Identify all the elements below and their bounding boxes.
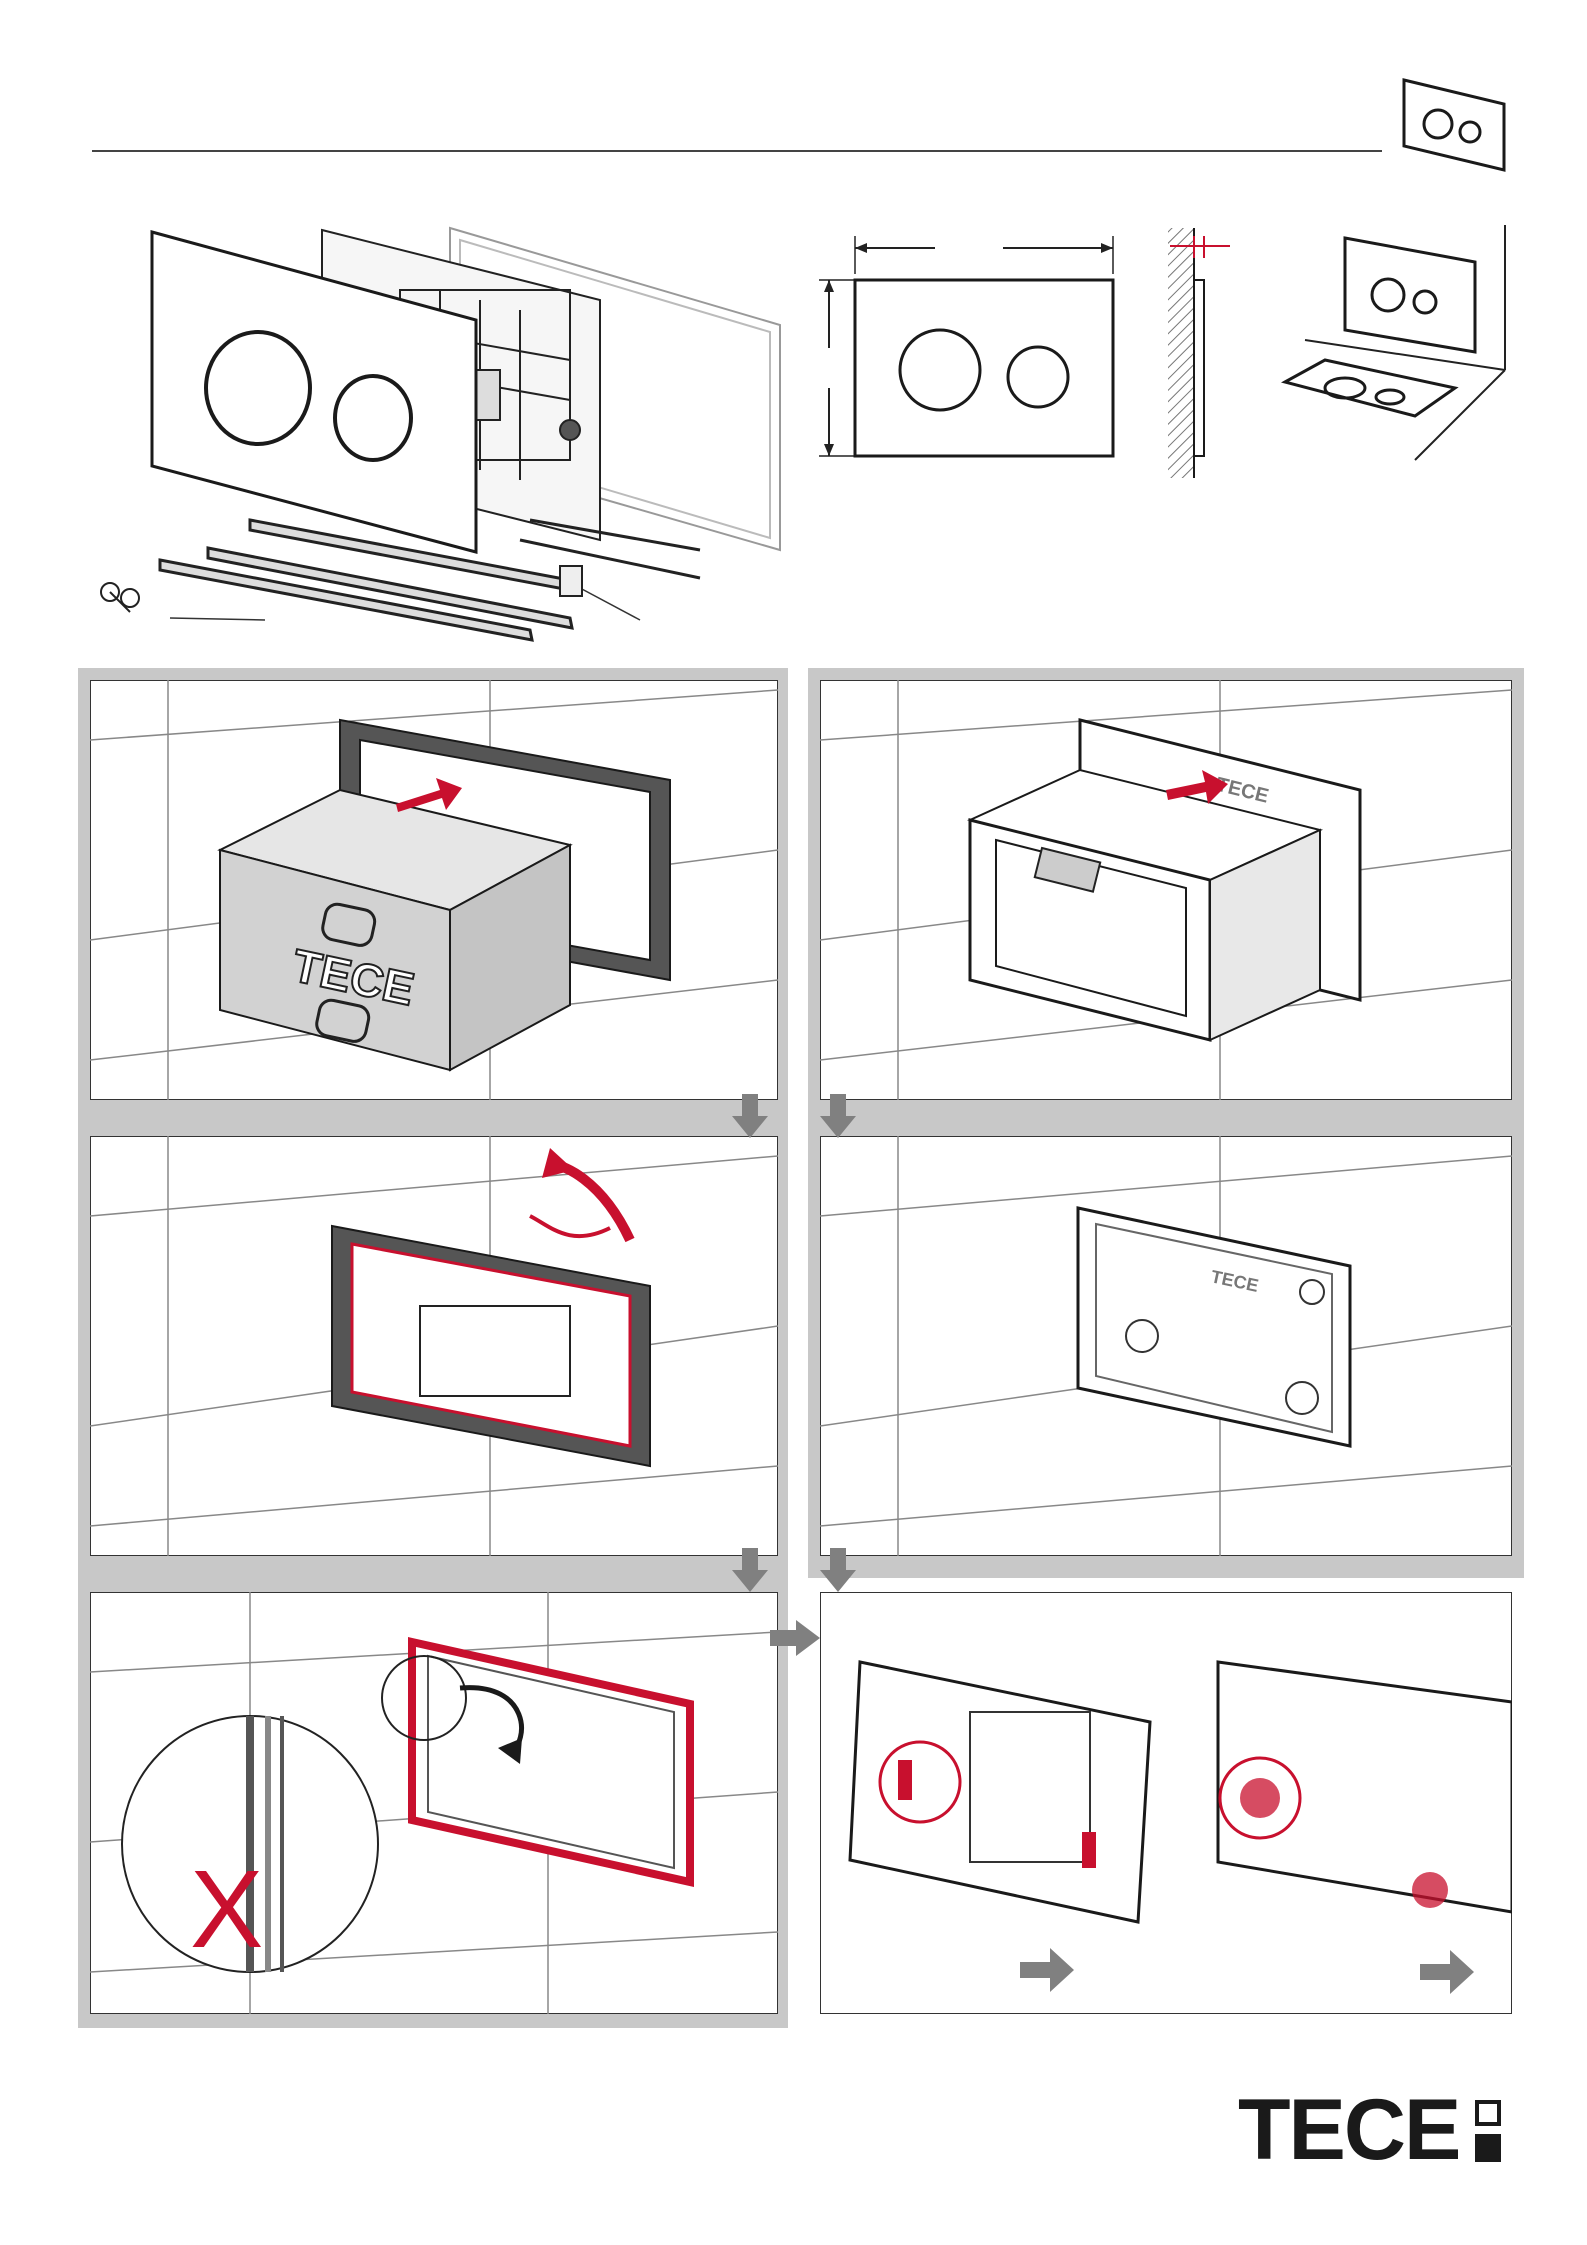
brand-logo-mark-icon xyxy=(1469,2096,1508,2164)
step-panel-5: X xyxy=(90,1592,778,2014)
header-rule xyxy=(92,150,1382,152)
arrow-right-icon xyxy=(770,1618,822,1658)
dimension-front-view xyxy=(815,228,1135,468)
step-panel-6 xyxy=(820,1592,1512,2014)
incorrect-mark: X xyxy=(190,1848,263,1971)
step-panel-4: TECE xyxy=(820,1136,1512,1556)
arrow-down-icon xyxy=(818,1094,858,1140)
exploded-parts-diagram xyxy=(100,220,800,650)
brand-logo: TECE xyxy=(1238,2090,1508,2170)
arrow-down-icon xyxy=(730,1094,770,1140)
arrow-down-icon xyxy=(730,1548,770,1594)
brand-logo-text: TECE xyxy=(1238,2087,1459,2173)
step-panel-2: TECE xyxy=(820,680,1512,1100)
mounting-rails xyxy=(160,520,580,640)
fixing-screws xyxy=(101,583,139,612)
product-thumbnail-icon xyxy=(1400,74,1510,174)
threaded-rods xyxy=(520,520,700,578)
side-section-view xyxy=(1160,228,1240,478)
arrow-down-icon xyxy=(818,1548,858,1594)
step-panel-1: TECE xyxy=(90,680,778,1100)
orientation-views xyxy=(1275,220,1515,465)
step-panel-3 xyxy=(90,1136,778,1556)
